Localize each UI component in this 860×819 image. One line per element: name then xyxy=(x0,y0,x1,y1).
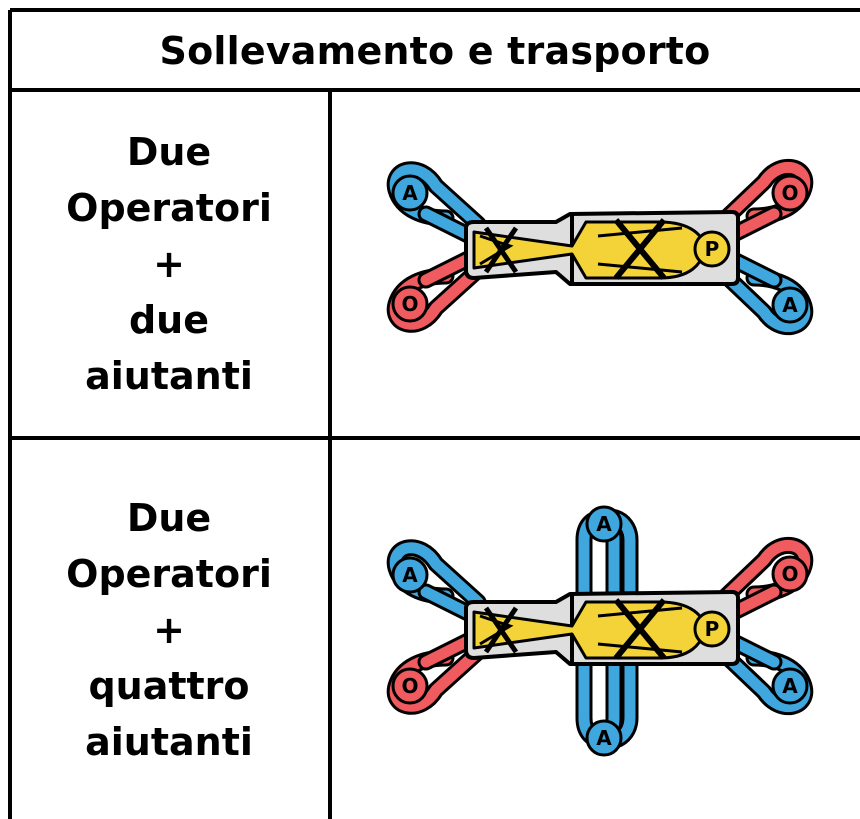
row-label-line: + xyxy=(153,242,185,286)
row-label-line: aiutanti xyxy=(85,719,253,764)
row-label-line: quattro xyxy=(88,663,250,708)
helper-label: A xyxy=(782,674,798,698)
patient-label: P xyxy=(705,617,720,641)
row-label-four-helpers: Due Operatori + quattro aiutanti xyxy=(10,440,328,819)
helper-label: A xyxy=(782,293,798,317)
helper-figure-top-left xyxy=(386,539,487,623)
row-label-line: + xyxy=(153,607,185,652)
stretcher-diagram-two-helpers: A O O A P xyxy=(386,158,814,336)
table-grid xyxy=(8,8,860,819)
row-label-line: Operatori xyxy=(66,551,272,596)
operator-label: O xyxy=(401,674,418,698)
helper-label: A xyxy=(596,726,612,750)
row-label-two-helpers: Due Operatori + due aiutanti xyxy=(10,92,328,436)
helper-figure-top-center xyxy=(575,505,639,603)
helper-figure-top-left xyxy=(386,161,487,245)
row-label-line: due xyxy=(128,298,210,342)
table-title: Sollevamento e trasporto xyxy=(159,29,711,73)
patient-body xyxy=(472,218,731,280)
helper-figure-bottom-right xyxy=(713,249,814,336)
operator-figure-bottom-left xyxy=(386,631,487,715)
patient-label: P xyxy=(705,237,720,261)
row-label-line: Operatori xyxy=(66,186,272,230)
helper-label: A xyxy=(402,563,418,587)
helper-figure-bottom-center xyxy=(575,655,639,757)
helper-label: A xyxy=(402,181,418,205)
row-label-line: Due xyxy=(126,495,212,540)
helper-figure-bottom-right xyxy=(713,631,814,716)
operator-label: O xyxy=(781,181,798,205)
operator-label: O xyxy=(781,562,798,586)
row-label-line: aiutanti xyxy=(85,354,253,398)
operator-figure-bottom-left xyxy=(386,249,487,333)
helper-label: A xyxy=(596,512,612,536)
stretcher-diagram-four-helpers: A O O A A A P xyxy=(386,505,814,757)
operator-label: O xyxy=(401,292,418,316)
row-label-line: Due xyxy=(126,130,212,174)
patient-body xyxy=(472,598,731,660)
